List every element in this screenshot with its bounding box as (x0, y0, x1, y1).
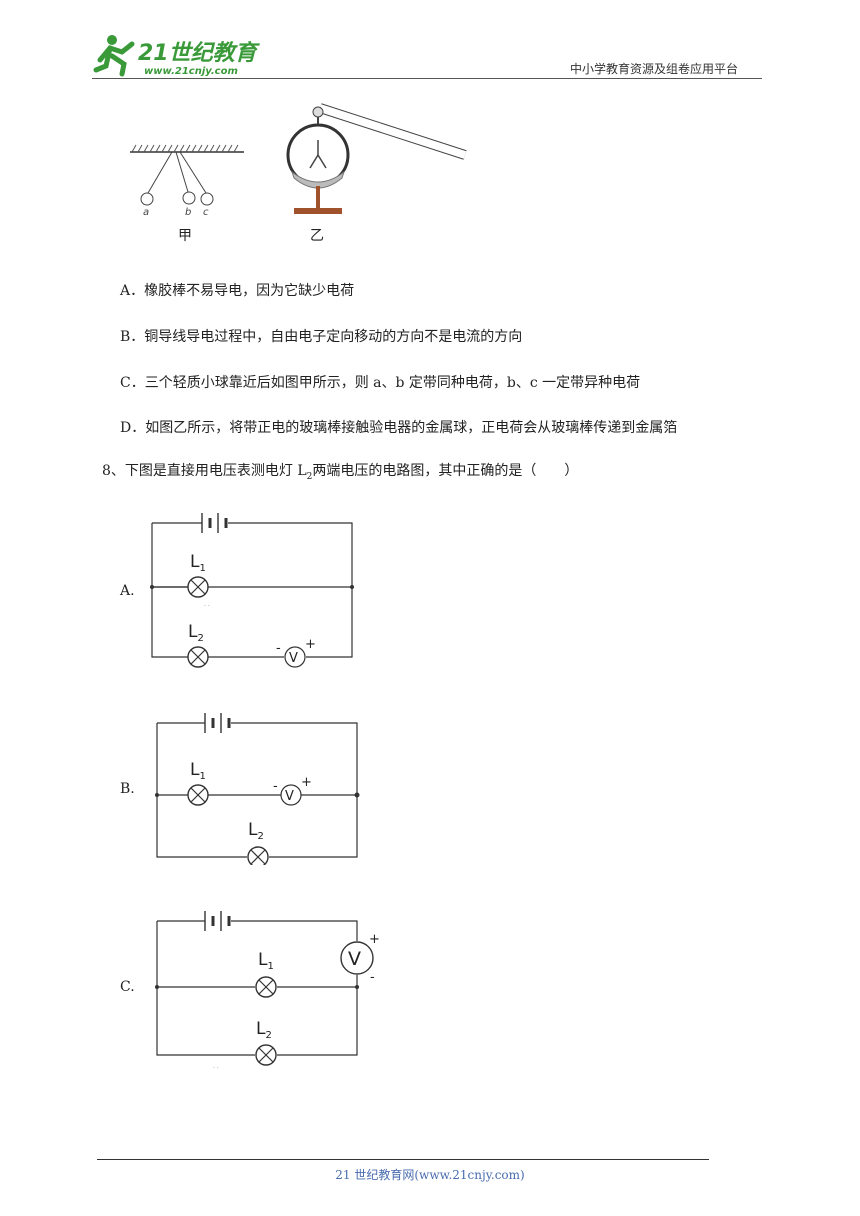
svg-text:L1: L1 (258, 950, 274, 972)
svg-text:· ·: · · (204, 603, 210, 610)
svg-text:+: + (301, 775, 312, 790)
svg-text:L2: L2 (256, 1019, 272, 1041)
ball-label-a: a (143, 207, 149, 218)
ball-a (140, 192, 154, 206)
site-logo: 21世纪教育 www.21cnjy.com (92, 30, 262, 80)
circuit-diagram-b: L1 V - + L2 (155, 713, 360, 865)
lamp-subscript: 2 (306, 471, 313, 482)
option-a: A．橡胶棒不易导电，因为它缺少电荷 (120, 283, 355, 299)
svg-text:+: + (369, 932, 380, 947)
svg-text:-: - (276, 641, 281, 656)
figure-charged-objects: a b c 甲 乙 (130, 103, 467, 244)
svg-text:+: + (305, 637, 316, 652)
circuit-label-c: C. (120, 979, 135, 995)
circuit-label-a: A. (120, 583, 135, 599)
svg-text:V: V (289, 651, 298, 666)
battery-icon (204, 911, 231, 931)
svg-text:L2: L2 (248, 820, 264, 842)
svg-text:L2: L2 (188, 622, 204, 644)
svg-text:V: V (285, 789, 294, 804)
voltmeter-icon: V (284, 646, 306, 668)
svg-text:L1: L1 (190, 760, 206, 782)
logo-main-text: 21世纪教育 (138, 40, 261, 66)
question-8: 8、下图是直接用电压表测电灯 L2两端电压的电路图，其中正确的是（ ） (102, 463, 579, 482)
battery-icon (201, 513, 228, 533)
footer-divider (97, 1159, 709, 1160)
svg-text:L1: L1 (190, 552, 206, 574)
voltmeter-icon: V (280, 784, 302, 806)
lamp-l1-icon (187, 576, 209, 598)
runner-icon (93, 35, 135, 77)
svg-text:· ·: · · (213, 1065, 219, 1072)
lamp-l2-icon (255, 1044, 277, 1066)
circuit-label-b: B. (120, 781, 135, 797)
caption-yi: 乙 (310, 228, 324, 244)
header-divider (92, 78, 762, 79)
caption-jia: 甲 (178, 228, 192, 244)
site-title: 中小学教育资源及组卷应用平台 (570, 62, 739, 76)
lamp-l1-icon (187, 784, 209, 806)
lamp-l1-icon (255, 976, 277, 998)
ball-label-c: c (203, 207, 209, 218)
circuit-diagram-c: V + - L1 L2 · · (155, 911, 380, 1072)
option-d: D．如图乙所示，将带正电的玻璃棒接触验电器的金属球，正电荷会从玻璃棒传递到金属箔 (120, 420, 678, 436)
ball-label-b: b (185, 207, 191, 218)
voltmeter-icon: V (340, 941, 374, 975)
option-b: B．铜导线导电过程中，自由电子定向移动的方向不是电流的方向 (120, 329, 523, 345)
ball-b (182, 191, 196, 205)
ball-c (200, 192, 214, 206)
lamp-l2-icon (247, 846, 269, 865)
circuit-diagram-a: L1 L2 V - + · · (150, 513, 354, 668)
battery-icon (204, 713, 231, 733)
svg-text:V: V (348, 948, 361, 970)
option-c: C．三个轻质小球靠近后如图甲所示，则 a、b 定带同种电荷，b、c 一定带异种电… (120, 375, 641, 391)
logo-url-text: www.21cnjy.com (144, 66, 238, 77)
electroscope-icon (286, 103, 467, 214)
lamp-l2-icon (187, 646, 209, 668)
svg-text:-: - (273, 779, 278, 794)
footer-link[interactable]: 21 世纪教育网(www.21cnjy.com) (335, 1168, 525, 1182)
svg-text:-: - (370, 970, 375, 985)
ceiling-hatch (130, 144, 244, 153)
